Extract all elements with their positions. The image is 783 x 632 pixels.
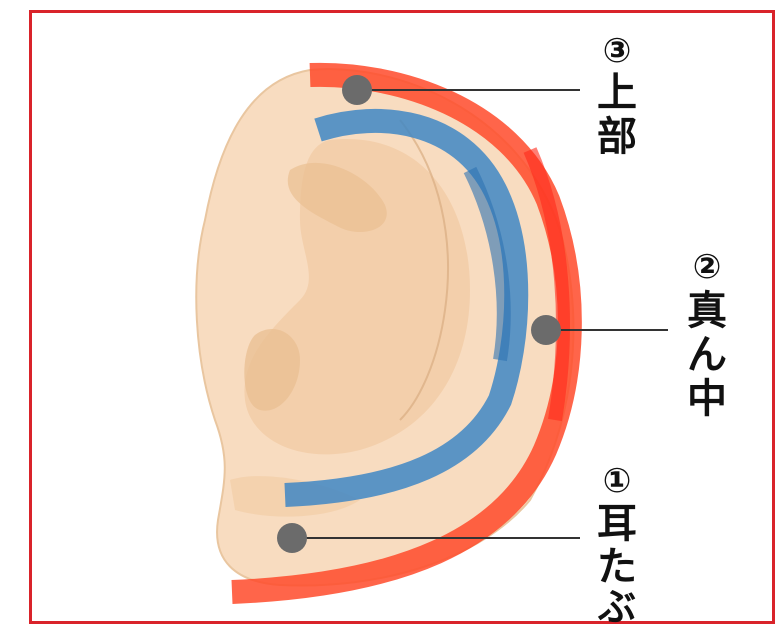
marker-middle <box>531 315 561 345</box>
label-middle-char-1: 真 <box>687 288 727 334</box>
label-middle: ② 真 ん 中 <box>687 247 727 422</box>
label-lobe: ① 耳 た ぶ <box>597 461 637 629</box>
label-middle-number: ② <box>693 247 722 287</box>
label-upper: ③ 上 部 <box>597 31 637 160</box>
label-middle-char-2: ん <box>687 332 727 378</box>
label-upper-char-2: 部 <box>597 114 637 160</box>
marker-upper <box>342 75 372 105</box>
label-upper-number: ③ <box>603 31 632 71</box>
label-lobe-char-1: 耳 <box>597 501 637 547</box>
label-lobe-number: ① <box>603 461 632 501</box>
marker-lobe <box>277 523 307 553</box>
label-lobe-char-3: ぶ <box>597 585 636 629</box>
label-middle-char-3: 中 <box>687 376 727 422</box>
label-upper-char-1: 上 <box>597 70 637 116</box>
label-lobe-char-2: た <box>597 544 637 590</box>
